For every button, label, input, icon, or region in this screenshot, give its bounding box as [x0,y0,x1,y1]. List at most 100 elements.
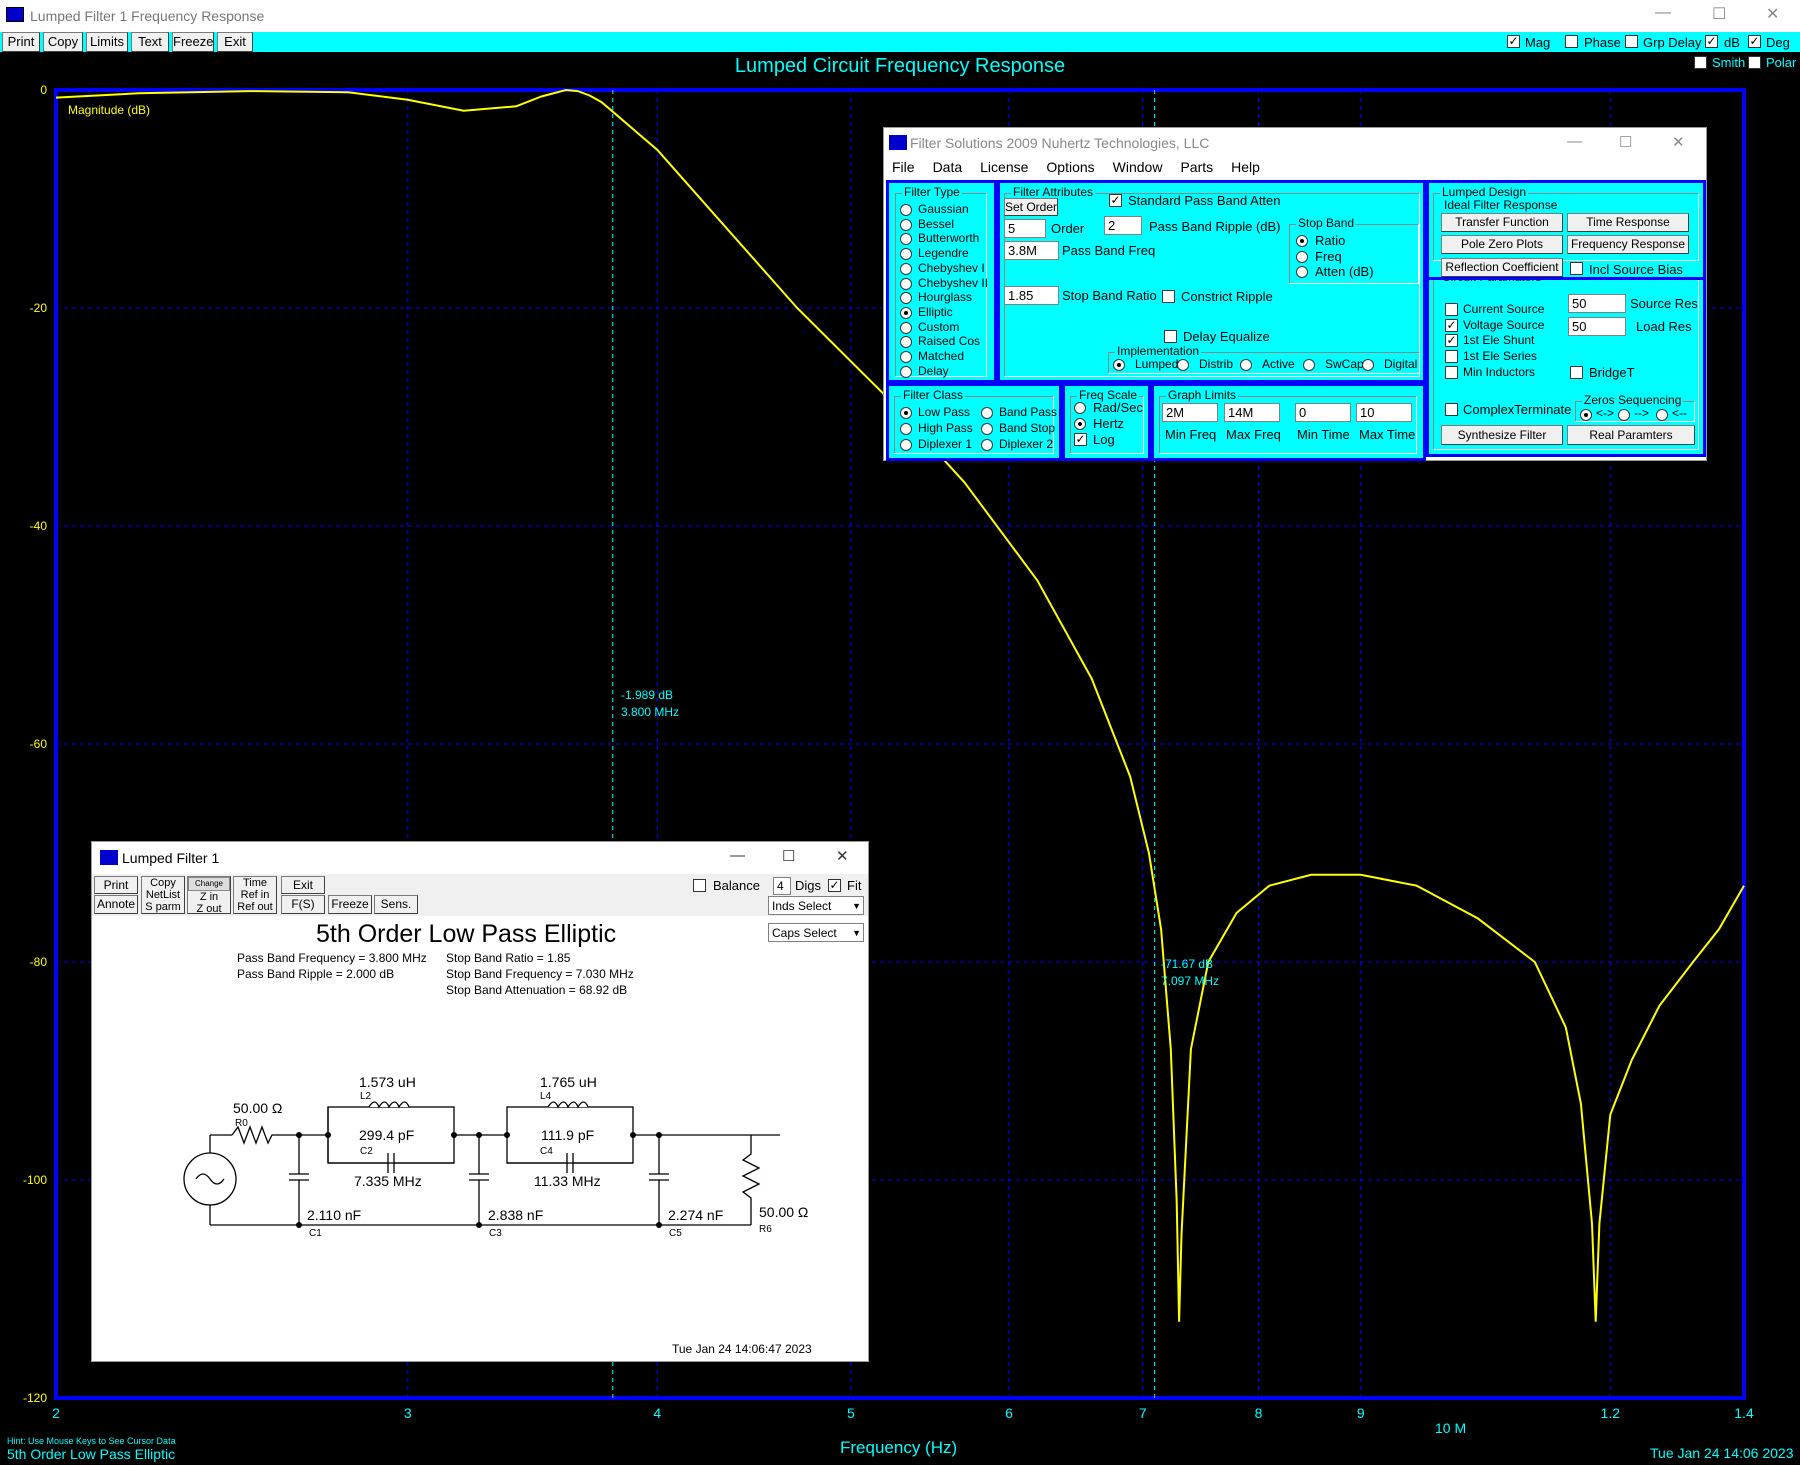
filter-type-radio-elliptic[interactable] [900,306,912,319]
lf-sens-button[interactable]: Sens. [374,895,418,914]
filter-class-radio-band-pass[interactable] [981,407,993,419]
complex-terminate-checkbox[interactable] [1445,403,1458,416]
lf-close-button[interactable]: ✕ [836,848,849,865]
synthesize-filter-button[interactable]: Synthesize Filter [1441,425,1563,445]
filter-class-radio-diplexer-1[interactable] [900,439,912,451]
lf-exit-button[interactable]: Exit [281,876,325,894]
circuit-check-1st-ele-series[interactable] [1445,350,1458,364]
freeze-button[interactable]: Freeze [172,32,214,52]
rad-sec-radio[interactable] [1074,402,1086,414]
circuit-check-voltage-source[interactable]: ✓ [1445,317,1458,332]
lf-maximize-button[interactable]: ☐ [782,848,796,865]
impl-radio-distrib[interactable] [1177,359,1189,371]
mag-checkbox[interactable]: ✓ [1507,34,1520,48]
filter-type-radio-matched[interactable] [900,351,912,363]
order-input[interactable]: 5 [1004,219,1046,238]
set-order-button[interactable]: Set Order [1004,198,1058,216]
stop-band-atten-radio[interactable] [1296,266,1308,278]
log-checkbox[interactable]: ✓ [1074,432,1087,446]
delay-equalize-checkbox[interactable] [1164,330,1177,343]
zeros-seq-right-radio[interactable] [1618,409,1630,421]
transfer-function-button[interactable]: Transfer Function [1441,213,1563,232]
stop-band-ratio-radio[interactable] [1296,235,1308,247]
zeros-seq-left-radio[interactable] [1656,409,1668,421]
filter-type-radio-legendre[interactable] [900,248,912,261]
time-response-button[interactable]: Time Response [1567,213,1689,232]
lf-change-zin-zout-button[interactable]: Change Z in Z out [187,876,231,915]
digs-input[interactable]: 4 [773,877,791,895]
fs-minimize-button[interactable]: — [1567,133,1582,150]
menu-options[interactable]: Options [1046,159,1095,175]
std-pb-atten-checkbox[interactable]: ✓ [1109,193,1122,207]
maximize-button[interactable]: ☐ [1712,6,1727,23]
hertz-radio[interactable] [1074,418,1086,430]
smith-checkbox[interactable] [1694,56,1707,69]
filter-type-radio-hourglass[interactable] [900,292,912,305]
balance-checkbox[interactable] [693,879,706,892]
filter-class-radio-diplexer-2[interactable] [981,439,993,451]
phase-checkbox[interactable] [1565,35,1578,48]
constrict-ripple-checkbox[interactable] [1162,290,1175,303]
limits-button[interactable]: Limits [86,32,128,52]
menu-license[interactable]: License [980,159,1029,175]
lf-freeze-button[interactable]: Freeze [328,895,372,914]
inds-select[interactable]: Inds Select ▼ [768,896,864,915]
zeros-seq-both-radio[interactable] [1580,409,1592,421]
ripple-input[interactable]: 2 [1104,216,1142,235]
lf-print-button[interactable]: Print [94,876,138,894]
menu-data[interactable]: Data [932,159,963,175]
impl-radio-swcap[interactable] [1303,359,1315,371]
print-button[interactable]: Print [2,32,40,52]
circuit-check-current-source[interactable] [1445,303,1458,316]
filter-type-radio-chebyshev-i[interactable] [900,262,912,275]
polar-checkbox[interactable] [1748,56,1761,69]
fit-checkbox[interactable]: ✓ [828,878,841,892]
pole-zero-plots-button[interactable]: Pole Zero Plots [1441,235,1563,254]
reflection-coefficient-button[interactable]: Reflection Coefficient [1441,258,1563,277]
close-button[interactable]: ✕ [1766,6,1780,23]
minimize-button[interactable]: — [1655,4,1671,21]
lf-fs-button[interactable]: F(S) [281,895,325,914]
incl-source-bias-checkbox[interactable] [1570,262,1583,275]
bridget-checkbox[interactable] [1570,366,1583,379]
circuit-check-min-inductors[interactable] [1445,365,1458,379]
copy-button[interactable]: Copy [43,32,83,52]
source-res-input[interactable]: 50 [1568,294,1626,313]
caps-select[interactable]: Caps Select ▼ [768,923,864,942]
menu-help[interactable]: Help [1231,159,1260,175]
impl-radio-active[interactable] [1240,359,1252,371]
max-freq-input[interactable]: 14M [1224,403,1280,422]
deg-checkbox[interactable]: ✓ [1748,34,1761,48]
menu-file[interactable]: File [892,159,915,175]
lf-annote-button[interactable]: Annote [94,895,138,914]
min-time-input[interactable]: 0 [1295,403,1351,422]
min-freq-input[interactable]: 2M [1162,403,1218,422]
db-checkbox[interactable]: ✓ [1705,34,1718,48]
max-time-input[interactable]: 10 [1356,403,1412,422]
filter-type-radio-raised-cos[interactable] [900,336,912,349]
filter-schematic[interactable] [92,1050,868,1250]
load-res-input[interactable]: 50 [1568,317,1626,336]
pb-freq-input[interactable]: 3.8M [1004,241,1059,260]
filter-type-radio-custom[interactable] [900,321,912,334]
lf-copy-netlist-sparm-button[interactable]: Copy NetList S parm [141,876,185,914]
filter-class-radio-high-pass[interactable] [900,423,912,435]
impl-radio-lumped[interactable] [1113,359,1125,371]
real-params-button[interactable]: Real Paramters [1567,425,1695,445]
filter-type-radio-butterworth[interactable] [900,233,912,246]
menu-window[interactable]: Window [1112,159,1163,175]
stop-band-freq-radio[interactable] [1296,251,1308,263]
lf-time-refin-refout-button[interactable]: Time Ref in Ref out [233,876,277,914]
fs-maximize-button[interactable]: ☐ [1619,134,1633,151]
fs-close-button[interactable]: ✕ [1672,134,1685,151]
sb-ratio-input[interactable]: 1.85 [1004,286,1059,305]
filter-class-radio-low-pass[interactable] [900,407,912,419]
lf-minimize-button[interactable]: — [730,847,745,864]
circuit-check-1st-ele-shunt[interactable]: ✓ [1445,333,1458,348]
menu-parts[interactable]: Parts [1180,159,1214,175]
exit-button[interactable]: Exit [217,32,253,52]
filter-type-radio-gaussian[interactable] [900,204,912,216]
filter-type-radio-delay[interactable] [900,365,912,378]
frequency-response-button[interactable]: Frequency Response [1567,235,1689,254]
text-button[interactable]: Text [131,32,169,52]
